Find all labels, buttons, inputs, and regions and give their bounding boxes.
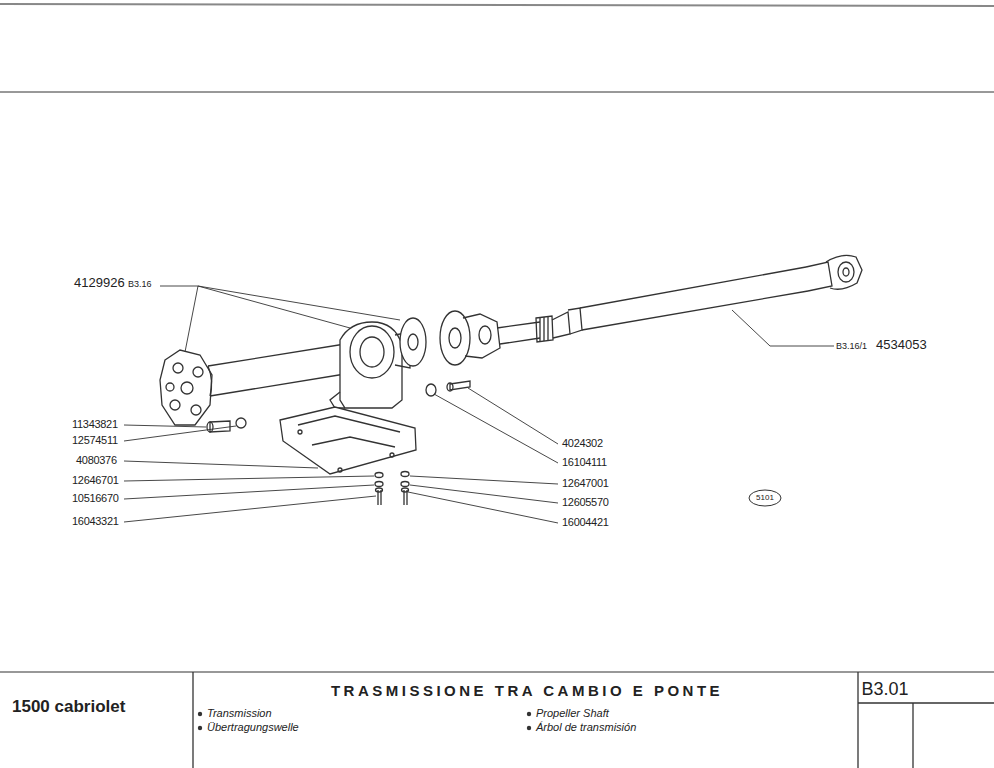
reference: B3.16	[128, 280, 152, 289]
sheet-title: TRASMISSIONE TRA CAMBIO E PONTE	[331, 683, 723, 698]
callout-number: 12647001	[562, 478, 609, 489]
callout-number: 4024302	[562, 438, 603, 449]
sheet-number: B3.01	[861, 680, 908, 698]
translation: Transmission	[207, 708, 272, 719]
callout-number: 12574511	[72, 435, 118, 446]
callout-number: 4129926	[74, 276, 125, 289]
reference: B3.16/1	[836, 342, 867, 351]
callout-number: 11343821	[72, 419, 118, 430]
callout-number: 4534053	[876, 338, 927, 351]
callout-number: 16004421	[562, 517, 609, 528]
callout-number: 4080376	[76, 455, 117, 466]
sheet-code: 5101	[756, 494, 774, 502]
model-name: 1500 cabriolet	[12, 698, 125, 715]
callout-number: 12646701	[72, 475, 119, 486]
callout-number: 10516670	[72, 493, 119, 504]
callout-number: 12605570	[562, 497, 609, 508]
callout-number: 16043321	[72, 516, 119, 527]
translation: Árbol de transmisión	[536, 722, 636, 733]
translation: Übertragungswelle	[207, 722, 299, 733]
callout-number: 16104111	[562, 457, 607, 468]
translation: Propeller Shaft	[536, 708, 609, 719]
